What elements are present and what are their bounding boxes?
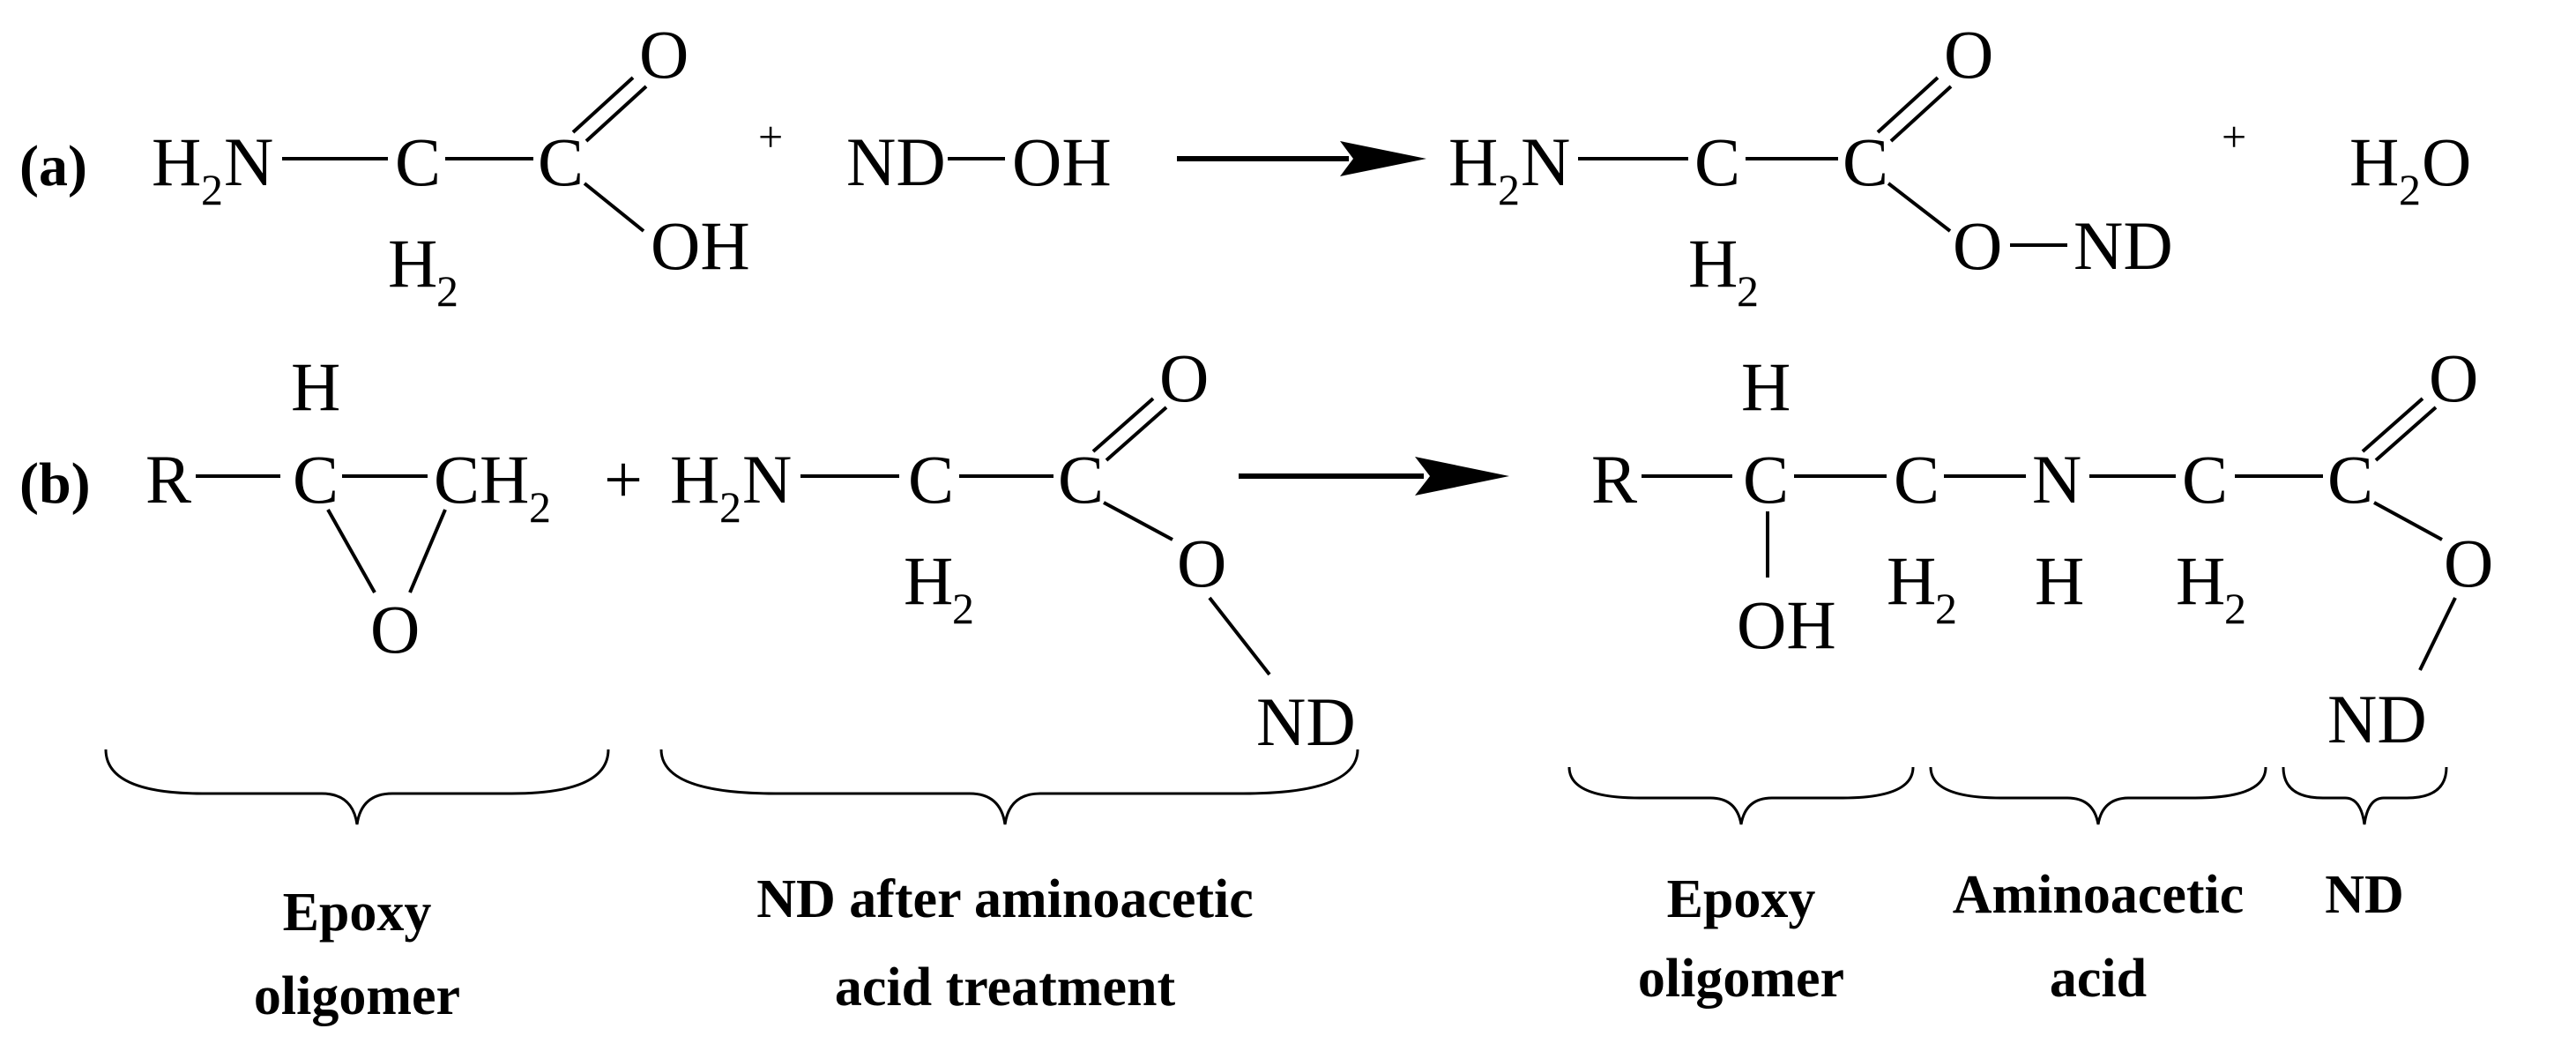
pb-c3-sub: 2	[2224, 584, 2246, 633]
water-o: O	[2422, 123, 2471, 200]
nd-oh-nd: ND	[846, 123, 946, 200]
pa-amine-sub: 2	[1498, 165, 1520, 214]
caption-epoxy-right-2: oligomer	[1638, 949, 1844, 1009]
ep-c: C	[293, 441, 339, 518]
pb-n-h: H	[2035, 542, 2084, 619]
arrow-b-head	[1415, 457, 1509, 496]
water-h: H	[2349, 123, 2399, 200]
nr-amine-h: H	[670, 441, 719, 518]
brace-aminoacetic	[1929, 766, 2267, 825]
pa-bond-c-o	[1887, 182, 1952, 233]
pa-carbonyl-o: O	[1944, 16, 1993, 93]
pb-carbonyl-c: C	[2327, 441, 2373, 518]
pb-ch-h: H	[1741, 348, 1791, 425]
ep-h: H	[291, 348, 340, 425]
label-a: (a)	[19, 134, 87, 198]
ep-r: R	[145, 441, 191, 518]
nr-double-bond-2	[1105, 406, 1168, 462]
caption-epoxy-left-1: Epoxy	[283, 883, 432, 943]
pb-ch-c: C	[1743, 441, 1789, 518]
pa-amine-n: N	[1521, 123, 1570, 200]
pb-r: R	[1591, 441, 1637, 518]
arrow-a-head	[1340, 141, 1426, 176]
brace-nd	[2282, 766, 2448, 825]
pb-carbonyl-o: O	[2429, 339, 2478, 416]
r1-amine-h: H	[152, 123, 201, 200]
ep-ch2-sub: 2	[529, 482, 551, 532]
r1-carbonyl-c: C	[538, 123, 584, 200]
nr-bond-o-nd	[1208, 596, 1271, 676]
pb-c3-h: H	[2176, 542, 2225, 619]
pa-carbonyl-c: C	[1843, 123, 1888, 200]
pb-n: N	[2032, 441, 2081, 518]
caption-nd-treated-1: ND after aminoacetic	[756, 869, 1254, 929]
r1-carbonyl-o: O	[639, 16, 689, 93]
r1-bond-c-oh	[583, 182, 645, 233]
ep-o: O	[370, 591, 420, 667]
r1-double-bond-2	[584, 85, 648, 143]
water-sub: 2	[2399, 165, 2421, 214]
nd-oh-oh: OH	[1012, 123, 1112, 200]
nr-ester-o: O	[1177, 525, 1226, 601]
nr-amine-sub: 2	[719, 482, 741, 532]
nr-amine-n: N	[742, 441, 792, 518]
nr-ch2-h: H	[904, 542, 953, 619]
pb-oh: OH	[1737, 586, 1836, 663]
pa-ch2-h: H	[1688, 225, 1738, 302]
nr-double-bond-1	[1091, 397, 1155, 453]
r1-ch2-sub: 2	[436, 266, 458, 316]
nr-bond-c-o	[1103, 501, 1173, 541]
pb-bond-c-o	[2373, 501, 2443, 541]
pb-bond-o-nd	[2418, 597, 2457, 671]
caption-nd-treated-2: acid treatment	[835, 958, 1176, 1017]
pb-ester-o: O	[2444, 525, 2493, 601]
pb-c2-h: H	[1887, 542, 1936, 619]
brace-nd-treated	[659, 749, 1359, 825]
r1-hydroxyl: OH	[651, 207, 750, 284]
pa-nd: ND	[2073, 207, 2173, 284]
nr-ch2-sub: 2	[952, 584, 974, 633]
caption-nd: ND	[2325, 865, 2404, 925]
pb-nd: ND	[2327, 681, 2427, 757]
r1-amine-n: N	[224, 123, 273, 200]
caption-epoxy-right-1: Epoxy	[1667, 869, 1816, 929]
r1-carbon: C	[395, 123, 441, 200]
brace-epoxy-left	[104, 749, 610, 825]
pa-double-bond-1	[1876, 76, 1939, 134]
nr-carbonyl-c: C	[1058, 441, 1104, 518]
plus-a-2: +	[2222, 112, 2246, 161]
r1-double-bond-1	[571, 76, 635, 134]
pb-double-bond-2	[2374, 406, 2438, 462]
pa-carbon: C	[1694, 123, 1740, 200]
nr-nd: ND	[1256, 683, 1356, 760]
r1-amine-sub: 2	[201, 165, 223, 214]
ep-bond-ch2-o	[408, 509, 447, 593]
pa-double-bond-2	[1889, 85, 1953, 143]
brace-epoxy-right	[1567, 766, 1915, 825]
pb-c2-sub: 2	[1935, 584, 1957, 633]
caption-aminoacetic-1: Aminoacetic	[1953, 865, 2245, 925]
nr-carbonyl-o: O	[1159, 339, 1209, 416]
r1-ch2-h: H	[388, 225, 437, 302]
pa-ch2-sub: 2	[1737, 266, 1759, 316]
plus-a-1: +	[758, 112, 783, 161]
ep-ch2: CH	[434, 441, 529, 518]
pb-c3: C	[2182, 441, 2228, 518]
caption-aminoacetic-2: acid	[2050, 949, 2147, 1009]
ep-bond-c-o	[326, 509, 376, 593]
pa-amine-h: H	[1448, 123, 1498, 200]
pa-ester-o: O	[1953, 207, 2002, 284]
caption-epoxy-left-2: oligomer	[254, 966, 460, 1026]
pb-double-bond-1	[2361, 397, 2424, 453]
label-b: (b)	[19, 451, 91, 516]
plus-b: +	[604, 441, 643, 518]
pb-c2: C	[1894, 441, 1939, 518]
nr-carbon: C	[908, 441, 954, 518]
